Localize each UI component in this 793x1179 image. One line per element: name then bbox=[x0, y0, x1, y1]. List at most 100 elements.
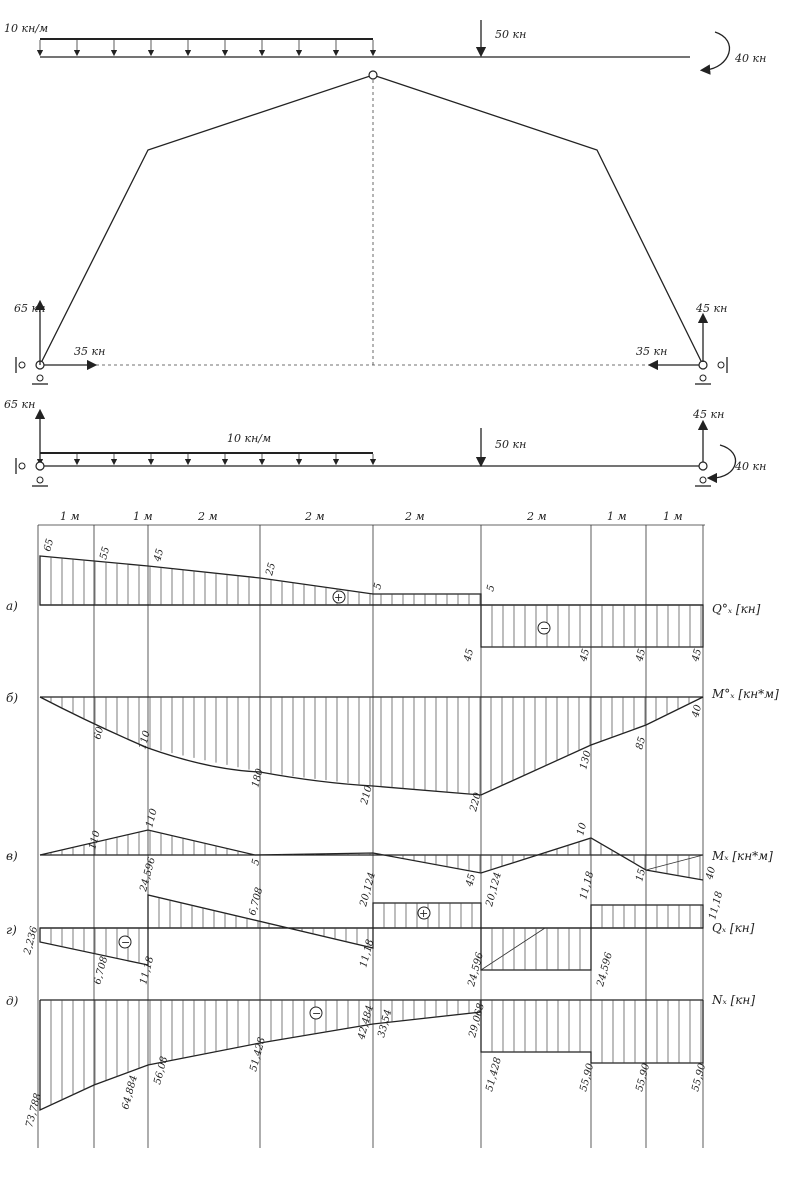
n-val-10: 55,90 bbox=[634, 1062, 652, 1093]
equiv-moment-arrow bbox=[706, 444, 737, 484]
diagram-q-region-4-diag bbox=[480, 927, 546, 971]
diagram-n-letter: д) bbox=[6, 994, 19, 1008]
span-label-4: 2 м bbox=[304, 510, 325, 523]
left-support bbox=[15, 357, 48, 385]
left-vertical-reaction-label: 65 кн bbox=[14, 302, 45, 315]
span-label-5: 2 м bbox=[404, 510, 425, 523]
equiv-dist-load-bar bbox=[40, 452, 373, 454]
top-moment-arrow bbox=[699, 31, 731, 75]
m0-val-3: 180 bbox=[250, 767, 266, 789]
diagram-q0-minus-text: − bbox=[540, 622, 549, 635]
q-val-11: 24,596 bbox=[595, 951, 615, 989]
q-val-2: 6,708 bbox=[92, 955, 110, 986]
frame-structure: 65 кн 35 кн 45 кн 35 кн bbox=[14, 70, 728, 385]
diagram-q-region-5 bbox=[590, 904, 704, 929]
q-val-12: 11,18 bbox=[707, 890, 725, 921]
n-val-6: 33,54 bbox=[376, 1008, 394, 1039]
m0-val-8: 40 bbox=[690, 703, 704, 720]
span-label-8: 1 м bbox=[663, 510, 683, 523]
diagram-m0-hatching bbox=[50, 697, 701, 795]
diagram-m-curve bbox=[39, 829, 704, 881]
m-val-6: 15 bbox=[634, 868, 648, 883]
m-val-1: 110 bbox=[87, 829, 103, 851]
diagram-m-letter: в) bbox=[6, 849, 18, 863]
m0-val-6: 130 bbox=[578, 749, 594, 771]
top-moment-label: 40 кн bbox=[734, 52, 766, 65]
q-val-4: 24,596 bbox=[138, 856, 158, 894]
n-val-4: 51,428 bbox=[248, 1036, 268, 1073]
equiv-dist-load-label: 10 кн/м bbox=[227, 432, 271, 445]
q-val-5: 6,708 bbox=[247, 886, 265, 917]
section-lines bbox=[37, 525, 704, 1148]
diagram-q-letter: г) bbox=[6, 923, 17, 937]
m-val-2: 110 bbox=[144, 807, 160, 829]
diagram-n-minus-sign bbox=[309, 1006, 323, 1020]
diagram-q-unit: Qₓ [кн] bbox=[712, 921, 755, 935]
diagram-m0-unit: M°ₓ [кн*м] bbox=[711, 687, 779, 701]
m0-val-5: 220 bbox=[468, 791, 484, 814]
m-val-7: 40 bbox=[704, 865, 718, 882]
right-support bbox=[695, 357, 728, 385]
span-label-3: 2 м bbox=[197, 510, 218, 523]
q-val-8: 20,124 bbox=[484, 871, 504, 909]
diagram-m: в) Mₓ [кн*м] 110 110 5 45 10 15 40 bbox=[6, 807, 773, 889]
span-label-7: 1 м bbox=[607, 510, 627, 523]
top-dist-load-label: 10 кн/м bbox=[4, 22, 48, 35]
diagram-n-region-1 bbox=[39, 1000, 482, 1112]
right-vertical-reaction-label: 45 кн bbox=[695, 302, 727, 315]
diagram-q0-positive-region bbox=[39, 555, 482, 606]
m-val-5: 10 bbox=[575, 821, 589, 837]
right-horizontal-reaction-label: 35 кн bbox=[636, 345, 667, 358]
m-val-3: 5 bbox=[250, 858, 262, 867]
span-label-6: 2 м bbox=[526, 510, 547, 523]
left-horizontal-reaction-label: 35 кн bbox=[74, 345, 105, 358]
diagram-m0-letter: б) bbox=[6, 691, 18, 705]
equiv-right-reaction-label: 45 кн bbox=[692, 408, 724, 421]
m-val-4: 45 bbox=[464, 873, 478, 889]
diagram-n-hatching bbox=[50, 1000, 702, 1105]
span-dimensions: 1 м 1 м 2 м 2 м 2 м 2 м 1 м 1 м bbox=[38, 510, 705, 526]
frame-outline bbox=[39, 74, 704, 366]
diagram-q-positive-region bbox=[372, 902, 482, 929]
q0-val-9: 45 bbox=[634, 648, 648, 664]
n-val-2: 64,884 bbox=[120, 1074, 140, 1111]
q0-val-3: 45 bbox=[152, 548, 166, 564]
m0-val-4: 210 bbox=[359, 784, 375, 807]
span-label-1: 1 м bbox=[60, 510, 80, 523]
diagram-m-unit: Mₓ [кн*м] bbox=[711, 849, 773, 863]
n-val-11: 55,90 bbox=[690, 1062, 708, 1093]
diagram-q0-hatching bbox=[50, 557, 702, 647]
diagram-q-plus-sign bbox=[417, 906, 431, 920]
equiv-right-support bbox=[695, 461, 711, 487]
top-dist-load-arrows bbox=[36, 40, 377, 57]
top-dist-load-bar bbox=[40, 38, 373, 40]
diagram-q-region-4 bbox=[480, 927, 592, 971]
diagram-q-hatching bbox=[50, 897, 702, 970]
span-label-2: 1 м bbox=[133, 510, 153, 523]
crown-hinge bbox=[368, 70, 378, 80]
m0-val-1: 60 bbox=[92, 725, 106, 741]
diagram-q-plus-text: + bbox=[419, 907, 428, 920]
diagram-q0-plus-sign bbox=[332, 590, 346, 604]
diagram-m0: б) M°ₓ [кн*м] 60 110 180 210 220 130 85 … bbox=[6, 687, 779, 814]
equiv-point-load-label: 50 кн bbox=[495, 438, 526, 451]
q0-val-6: 5 bbox=[485, 584, 497, 593]
diagram-m-hatching bbox=[50, 830, 701, 880]
q0-val-7: 45 bbox=[462, 648, 476, 664]
top-loaded-beam: 10 кн/м 50 кн 40 кн bbox=[4, 20, 766, 75]
equiv-left-support bbox=[15, 458, 48, 487]
diagram-n: д) Nₓ [кн] − 73,788 64,884 56,08 51,428 … bbox=[6, 993, 755, 1129]
diagram-m0-curve bbox=[39, 696, 704, 796]
diagram-q-minus-sign bbox=[118, 935, 132, 949]
equiv-moment-label: 40 кн bbox=[734, 460, 766, 473]
n-val-8: 51,428 bbox=[484, 1056, 504, 1093]
n-val-9: 55,90 bbox=[578, 1062, 596, 1093]
q-val-10: 11,18 bbox=[578, 870, 596, 901]
n-val-3: 56,08 bbox=[152, 1055, 170, 1086]
diagram-q-region-2 bbox=[147, 894, 374, 949]
m0-val-7: 85 bbox=[634, 736, 648, 751]
q0-val-8: 45 bbox=[578, 648, 592, 664]
diagram-m-tail bbox=[645, 854, 704, 871]
equiv-left-reaction-label: 65 кн bbox=[4, 398, 35, 411]
n-val-7: 29,068 bbox=[467, 1002, 487, 1040]
